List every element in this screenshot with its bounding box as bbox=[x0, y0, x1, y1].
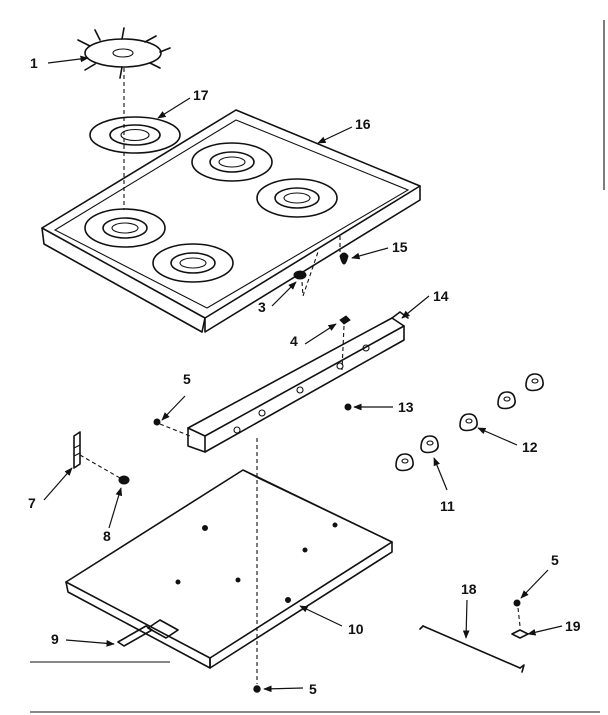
bracket-screw-part bbox=[344, 403, 352, 411]
callout-12: 12 bbox=[522, 439, 538, 455]
rod-part bbox=[419, 625, 525, 673]
burner-cap-part bbox=[77, 27, 171, 79]
callout-14: 14 bbox=[433, 288, 449, 304]
screw-part bbox=[293, 251, 319, 297]
screw-part bbox=[153, 418, 191, 437]
assembly-line bbox=[341, 325, 345, 371]
rod-bracket-part bbox=[511, 629, 529, 639]
bottom-screw-part bbox=[253, 685, 261, 693]
callout-17: 17 bbox=[193, 87, 209, 103]
callout-9: 9 bbox=[51, 631, 59, 647]
callout-1: 1 bbox=[30, 55, 38, 71]
callout-5-right: 5 bbox=[551, 552, 559, 568]
side-clip-part bbox=[73, 431, 121, 479]
callout-7: 7 bbox=[28, 495, 36, 511]
callout-4: 4 bbox=[290, 333, 298, 349]
callout-5-bottom: 5 bbox=[309, 681, 317, 697]
knobs-part bbox=[395, 373, 544, 472]
cooktop-part bbox=[41, 109, 421, 333]
callout-10: 10 bbox=[348, 621, 364, 637]
callout-18: 18 bbox=[461, 581, 477, 597]
clip-part bbox=[339, 252, 349, 265]
callout-8: 8 bbox=[103, 528, 111, 544]
callout-16: 16 bbox=[355, 116, 371, 132]
callout-11: 11 bbox=[440, 498, 455, 514]
bottom-pan-part bbox=[65, 469, 393, 669]
bracket-clip-part bbox=[339, 315, 351, 325]
assembly-line bbox=[517, 607, 521, 627]
front-bracket-part bbox=[187, 311, 409, 453]
tab-part bbox=[117, 625, 153, 647]
callout-3: 3 bbox=[258, 299, 266, 315]
burner-ring-part bbox=[89, 116, 181, 154]
rod-screw-part bbox=[513, 599, 521, 607]
leader-lines bbox=[43, 55, 563, 693]
callout-13: 13 bbox=[398, 399, 414, 415]
callout-5-upper: 5 bbox=[183, 371, 191, 387]
callout-19: 19 bbox=[565, 618, 581, 634]
callout-15: 15 bbox=[392, 239, 408, 255]
side-screw-part bbox=[118, 475, 130, 485]
